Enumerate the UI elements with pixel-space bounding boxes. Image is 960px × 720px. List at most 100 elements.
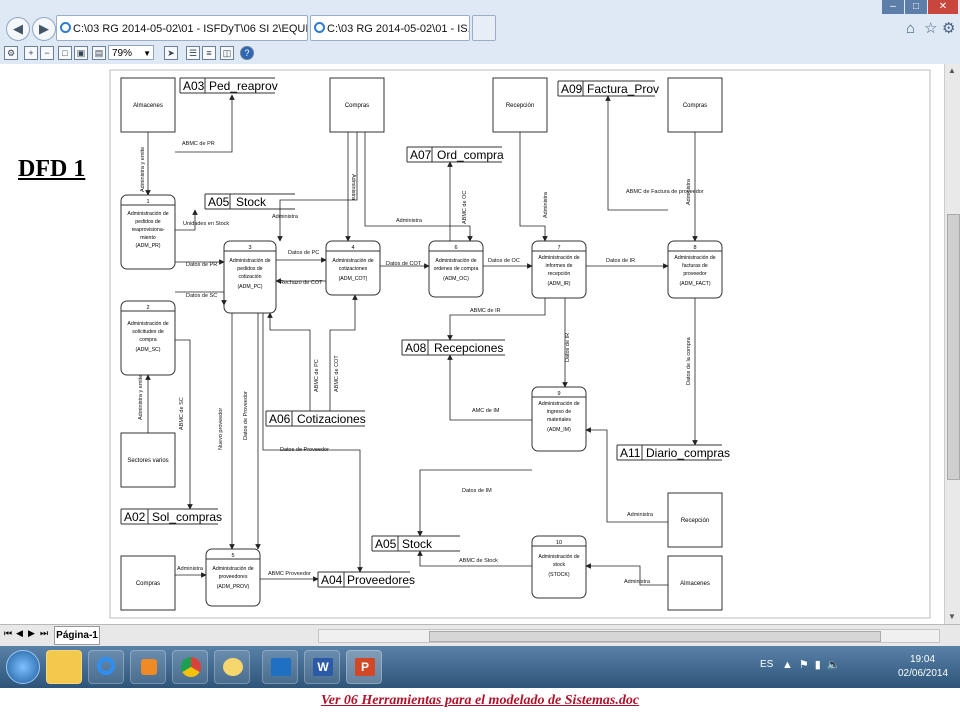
minimize-button[interactable]: –: [882, 0, 904, 14]
word-icon[interactable]: W: [304, 650, 340, 684]
process-6[interactable]: 6 Administración de ordenes de compra (A…: [428, 240, 484, 298]
svg-text:proveedores: proveedores: [219, 574, 248, 580]
svg-text:5: 5: [231, 553, 234, 559]
svg-text:Sectores varios: Sectores varios: [127, 458, 168, 464]
entity-compras-bottom[interactable]: Compras: [120, 555, 176, 611]
back-button[interactable]: ◀: [6, 17, 30, 41]
vertical-scrollbar[interactable]: ▲ ▼: [944, 64, 960, 624]
svg-text:Compras: Compras: [345, 103, 369, 109]
gear-icon[interactable]: ⚙: [942, 20, 956, 37]
flow-label: Datos de COT: [386, 261, 422, 267]
internet-explorer-icon[interactable]: [88, 650, 124, 684]
clock-date[interactable]: 02/06/2014: [898, 668, 949, 679]
windows-start-icon[interactable]: [6, 650, 40, 684]
entity-compras-top[interactable]: Compras: [329, 77, 385, 133]
address-bar[interactable]: C:\03 RG 2014-05-02\01 - ISFDyT\06 SI 2\…: [56, 15, 308, 41]
scroll-thumb[interactable]: [947, 214, 960, 480]
prev-page-icon[interactable]: ◀: [16, 628, 23, 638]
layers-icon[interactable]: ☰: [186, 46, 200, 60]
scroll-down-icon[interactable]: ▼: [948, 612, 956, 621]
explorer-folder-icon[interactable]: [46, 650, 82, 684]
taskbar: W P ES ▲⚑▮🔈 19:04 02/06/2014: [0, 646, 960, 688]
zoom-value: 79%: [112, 48, 133, 59]
pages-icon[interactable]: ≡: [202, 46, 216, 60]
svg-text:(ADM_SC): (ADM_SC): [135, 347, 160, 353]
svg-text:A03: A03: [183, 79, 205, 93]
flow-label: Datos de IR: [606, 258, 635, 264]
svg-text:(ADM_FACT): (ADM_FACT): [679, 281, 710, 287]
process-2[interactable]: 2 Administración de solicitudes de compr…: [120, 300, 176, 376]
first-page-icon[interactable]: ⏮: [4, 628, 13, 638]
svg-text:Sol_compras: Sol_compras: [152, 510, 222, 524]
tool-icon[interactable]: ⚙: [4, 46, 18, 60]
svg-text:ordenes de compra: ordenes de compra: [434, 266, 479, 272]
process-9[interactable]: 9 Administración de ingreso de materiale…: [531, 386, 587, 452]
svg-text:Ord_compra: Ord_compra: [437, 148, 504, 162]
svg-text:A04: A04: [321, 573, 343, 587]
svg-text:A05: A05: [375, 537, 397, 551]
panel-icon[interactable]: ◫: [220, 46, 234, 60]
sheet-tab[interactable]: Página-1: [54, 626, 100, 645]
star-icon[interactable]: ☆: [924, 20, 938, 37]
process-1[interactable]: 1 Administración de pedidos de reaprovis…: [120, 194, 176, 270]
entity-sectores-varios[interactable]: Sectores varios: [120, 432, 176, 488]
process-4[interactable]: 4 Administración de cotizaciones (ADM_CO…: [325, 240, 381, 296]
tray-icons[interactable]: ▲⚑▮🔈: [782, 659, 847, 671]
next-page-icon[interactable]: ▶: [28, 628, 35, 638]
entity-almacenes-top[interactable]: Almacenes: [120, 77, 176, 133]
paint-icon[interactable]: [214, 650, 250, 684]
page-icon[interactable]: □: [58, 46, 72, 60]
maximize-button[interactable]: □: [905, 0, 927, 14]
fit-icon[interactable]: ▤: [92, 46, 106, 60]
scroll-up-icon[interactable]: ▲: [948, 66, 956, 75]
outlook-icon[interactable]: [262, 650, 298, 684]
zoom-in-icon[interactable]: +: [24, 46, 38, 60]
process-3[interactable]: 3 Administración de pedidos de cotizació…: [223, 240, 277, 314]
last-page-icon[interactable]: ⏭: [40, 628, 49, 638]
svg-text:4: 4: [351, 245, 354, 251]
store-a04[interactable]: A04 Proveedores: [317, 571, 415, 588]
svg-text:Factura_Prov: Factura_Prov: [587, 82, 659, 96]
close-button[interactable]: ✕: [928, 0, 958, 14]
entity-compras-right[interactable]: Compras: [667, 77, 723, 133]
home-icon[interactable]: ⌂: [906, 20, 916, 37]
page-width-icon[interactable]: ▣: [74, 46, 88, 60]
language-indicator[interactable]: ES: [760, 659, 774, 670]
entity-recepcion-top[interactable]: Recepción: [492, 77, 548, 133]
flow-label: ABMC de Factura de proveedor: [626, 189, 704, 195]
h-scroll-thumb[interactable]: [429, 631, 881, 642]
process-8[interactable]: 8 Administración de facturas de proveedo…: [667, 240, 723, 299]
help-icon[interactable]: ?: [240, 46, 254, 60]
svg-text:Administración de: Administración de: [127, 321, 168, 327]
tab-active[interactable]: C:\03 RG 2014-05-02\01 - IS...: [310, 15, 470, 41]
svg-text:(ADM_PROV): (ADM_PROV): [217, 584, 250, 590]
clock-time[interactable]: 19:04: [910, 654, 936, 665]
svg-text:Cotizaciones: Cotizaciones: [297, 412, 366, 426]
pointer-icon[interactable]: ➤: [164, 46, 178, 60]
entity-recepcion-right[interactable]: Recepción: [667, 492, 723, 548]
powerpoint-icon[interactable]: P: [346, 650, 382, 684]
process-7[interactable]: 7 Administración de informes de recepció…: [531, 240, 587, 299]
forward-button[interactable]: ▶: [32, 17, 56, 41]
entity-almacenes-bottom[interactable]: Almacenes: [667, 555, 723, 611]
new-tab-button[interactable]: [472, 15, 496, 41]
svg-text:Proveedores: Proveedores: [347, 573, 415, 587]
chrome-icon[interactable]: [172, 650, 208, 684]
zoom-out-icon[interactable]: −: [40, 46, 54, 60]
zoom-select[interactable]: 79% ▼: [108, 45, 154, 60]
process-5[interactable]: 5 Administración de proveedores (ADM_PRO…: [205, 548, 261, 607]
address-text: C:\03 RG 2014-05-02\01 - ISFDyT\06 SI 2\…: [73, 23, 308, 35]
process-10[interactable]: 10 Administración de stock (STOCK): [531, 535, 587, 599]
svg-text:Compras: Compras: [683, 103, 707, 109]
media-player-icon[interactable]: [130, 650, 166, 684]
horizontal-scrollbar[interactable]: [318, 629, 940, 643]
